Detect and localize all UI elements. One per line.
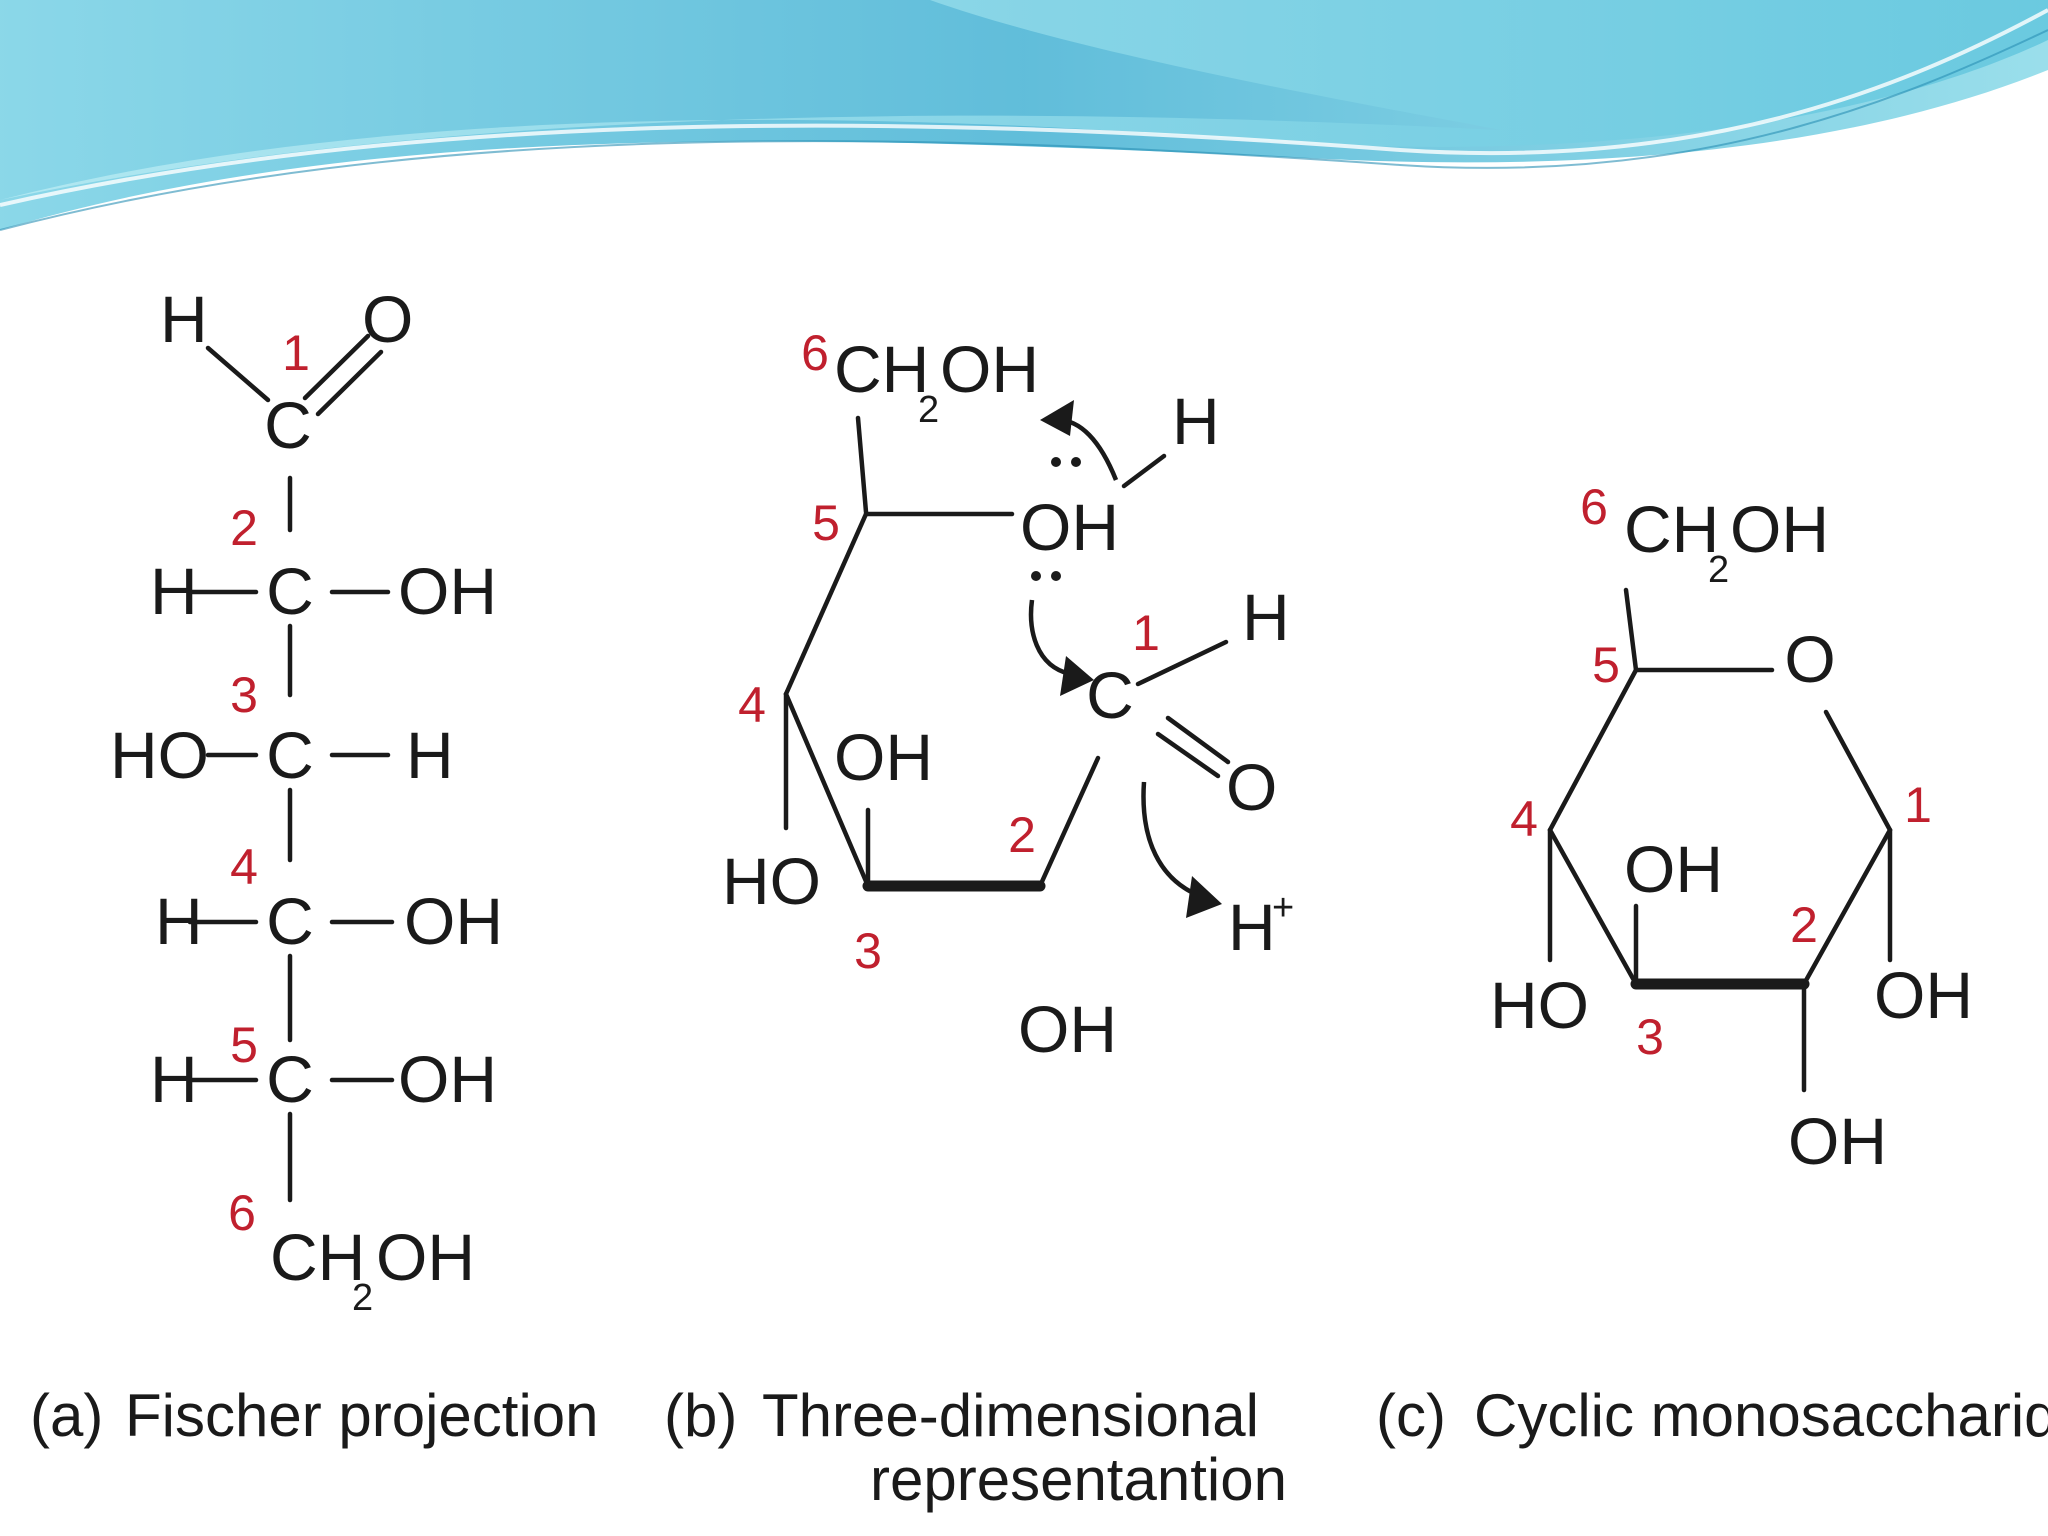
nucleophilic-attack-arrow — [1028, 599, 1094, 696]
fischer-c5-carbon: C — [266, 1042, 314, 1116]
caption-b-text-line1: Three-dimensional — [762, 1382, 1259, 1449]
caption-c-text: Cyclic monosaccharide — [1474, 1382, 2048, 1449]
captions: (a) Fischer projection (b) Three-dimensi… — [30, 1382, 2048, 1513]
cyclic-label-c6: 6 — [1580, 479, 1608, 535]
open-c6-ch: CH — [834, 332, 929, 406]
cyclic-label-c3: 3 — [1636, 1009, 1664, 1065]
open-c3-hydroxyl: OH — [834, 720, 933, 794]
fischer-c4-hydroxyl: OH — [404, 884, 503, 958]
fischer-c6-ch2oh: CH 2 OH — [270, 1220, 475, 1319]
open-c6-oh: OH — [940, 332, 1039, 406]
cyclic-c2-hydroxyl: OH — [1788, 1104, 1887, 1178]
cyclic-c6-ch2oh: CH 2 OH — [1624, 492, 1829, 591]
fischer-c1-hydrogen: H — [160, 282, 208, 356]
cyclic-c6-ch: CH — [1624, 492, 1719, 566]
fischer-bonds — [187, 333, 395, 1203]
fischer-c1-carbon: C — [264, 388, 312, 462]
open-c2-hydroxyl: OH — [1018, 992, 1117, 1066]
open-label-c2: 2 — [1008, 807, 1036, 863]
cyclic-label-c4: 4 — [1510, 791, 1538, 847]
top-wave-banner — [0, 0, 2048, 231]
open-c4-hydroxyl: HO — [722, 844, 821, 918]
fischer-label-c5: 5 — [230, 1017, 258, 1073]
fischer-c6-subscript: 2 — [352, 1277, 373, 1319]
fischer-c5-hydrogen: H — [150, 1042, 198, 1116]
cyclic-label-c2: 2 — [1790, 897, 1818, 953]
caption-a-text: Fischer projection — [125, 1382, 599, 1449]
open-label-c5: 5 — [812, 495, 840, 551]
cyclic-c3-hydroxyl: OH — [1624, 832, 1723, 906]
proton-release-arrow — [1141, 781, 1222, 918]
ring-oxygen: O — [1784, 622, 1835, 696]
fischer-c3-hydroxyl: HO — [110, 718, 209, 792]
cyclic-c6-oh: OH — [1730, 492, 1829, 566]
fischer-projection: H O C 1 2 H C OH 3 HO C H 4 H C OH 5 H C… — [110, 282, 503, 1319]
fischer-label-c3: 3 — [230, 667, 258, 723]
cyclic-monosaccharide: 6 CH 2 OH 5 O 1 4 OH 2 HO 3 OH OH — [1490, 479, 1973, 1178]
fischer-label-c2: 2 — [230, 500, 258, 556]
open-h-plus-charge: + — [1272, 887, 1294, 929]
fischer-c5-hydroxyl: OH — [398, 1042, 497, 1116]
caption-c-marker: (c) — [1376, 1382, 1446, 1449]
fischer-c2-hydrogen: H — [150, 554, 198, 628]
open-transferred-hydrogen: H — [1172, 384, 1220, 458]
open-label-c3: 3 — [854, 923, 882, 979]
fischer-c3-hydrogen: H — [406, 718, 454, 792]
fischer-label-c6: 6 — [228, 1185, 256, 1241]
fischer-c4-carbon: C — [266, 884, 314, 958]
cyclic-c4-hydroxyl: HO — [1490, 968, 1589, 1042]
caption-b-text-line2: representantion — [870, 1446, 1287, 1513]
fischer-c3-carbon: C — [266, 718, 314, 792]
open-label-c4: 4 — [738, 677, 766, 733]
cyclic-c1-hydroxyl: OH — [1874, 958, 1973, 1032]
fischer-c6-ch: CH — [270, 1220, 365, 1294]
fischer-c1-oxygen: O — [362, 282, 413, 356]
open-label-c1: 1 — [1132, 605, 1160, 661]
open-c5-hydroxyl-oxygen: OH — [1020, 490, 1119, 564]
caption-a-marker: (a) — [30, 1382, 103, 1449]
open-ring-bonds — [783, 415, 1231, 889]
open-h-plus: H — [1228, 890, 1276, 964]
open-c1-oxygen: O — [1226, 750, 1277, 824]
caption-b-marker: (b) — [664, 1382, 737, 1449]
fischer-label-c1: 1 — [282, 325, 310, 381]
proton-transfer-arrow — [1040, 400, 1119, 481]
cyclic-label-c5: 5 — [1592, 637, 1620, 693]
fischer-c4-hydrogen: H — [155, 884, 203, 958]
fischer-c6-oh: OH — [376, 1220, 475, 1294]
fischer-label-c4: 4 — [230, 839, 258, 895]
open-c1-hydrogen: H — [1242, 580, 1290, 654]
released-proton: H + — [1228, 887, 1294, 964]
open-c6-ch2oh: CH 2 OH — [834, 332, 1039, 431]
fischer-c2-carbon: C — [266, 554, 314, 628]
open-c1-carbon: C — [1086, 658, 1134, 732]
three-dimensional-representation: 6 CH 2 OH 5 OH H 1 C H O — [722, 325, 1294, 1066]
open-c6-subscript: 2 — [918, 389, 939, 431]
fischer-c2-hydroxyl: OH — [398, 554, 497, 628]
cyclic-c6-subscript: 2 — [1708, 549, 1729, 591]
open-label-c6: 6 — [801, 325, 829, 381]
cyclic-label-c1: 1 — [1904, 777, 1932, 833]
lone-pair-dots — [1031, 457, 1081, 581]
pyranose-ring-bonds — [1547, 587, 1893, 1093]
